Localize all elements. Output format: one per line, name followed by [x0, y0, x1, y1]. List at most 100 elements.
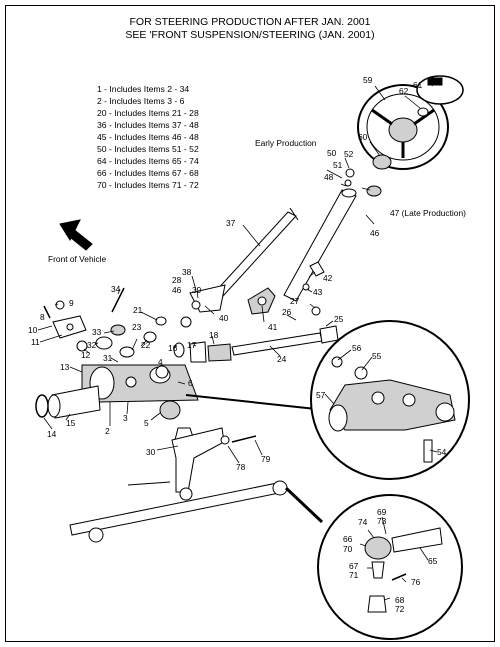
callout-21: 21 [133, 305, 143, 315]
callout-55: 55 [372, 351, 382, 361]
callout-48: 48 [324, 172, 334, 182]
callout-70: 70 [343, 544, 353, 554]
bushing-5 [159, 400, 181, 420]
callout-54: 54 [437, 447, 447, 457]
callout-59: 59 [363, 75, 373, 85]
callout-33: 33 [92, 327, 102, 337]
callout-38: 38 [182, 267, 192, 277]
callout-15: 15 [66, 418, 76, 428]
callout-17: 17 [187, 340, 197, 350]
includes-item: 64 - Includes Items 65 - 74 [97, 156, 199, 166]
detail-circle-1 [310, 320, 470, 480]
includes-item: 66 - Includes Items 67 - 68 [97, 168, 199, 178]
callout-65: 65 [428, 556, 438, 566]
callout-18: 18 [209, 330, 219, 340]
washer-9 [55, 300, 65, 310]
detail-leader-1 [185, 394, 317, 410]
callout-52: 52 [344, 149, 354, 159]
cover-60 [372, 154, 392, 170]
bellows-17-18 [189, 341, 232, 363]
callout-13: 13 [60, 362, 70, 372]
washer-23 [119, 346, 135, 358]
callout-14: 14 [47, 429, 57, 439]
callout-61: 61 [413, 80, 423, 90]
includes-item: 1 - Includes Items 2 - 34 [97, 84, 190, 94]
callout-24: 24 [277, 354, 287, 364]
callout-12: 12 [81, 350, 91, 360]
front-direction-arrow [59, 219, 93, 251]
callout-31: 31 [103, 353, 113, 363]
callout-25: 25 [334, 314, 344, 324]
callout-9: 9 [69, 298, 74, 308]
detail-circle-2 [317, 494, 463, 640]
nut-12 [76, 340, 88, 352]
detail-leader-2 [284, 486, 324, 524]
callout-56: 56 [352, 343, 362, 353]
upper-column-tube [283, 188, 357, 302]
callout-6: 6 [188, 378, 193, 388]
callout-46: 46 [370, 228, 380, 238]
includes-item: 50 - Includes Items 51 - 52 [97, 144, 199, 154]
includes-item: 70 - Includes Items 71 - 72 [97, 180, 199, 190]
callout-57: 57 [316, 390, 326, 400]
leader-lines [37, 79, 439, 601]
callout-10: 10 [28, 325, 38, 335]
callout-73: 73 [377, 516, 387, 526]
callout-68: 68 [395, 595, 405, 605]
bearing-22 [143, 331, 157, 343]
includes-item: 36 - Includes Items 37 - 48 [97, 120, 199, 130]
callout-34: 34 [111, 284, 121, 294]
ring-21 [155, 316, 167, 326]
callout-26: 26 [282, 307, 292, 317]
callout-16: 16 [168, 343, 178, 353]
callout-78: 78 [236, 462, 246, 472]
nut-27 [311, 306, 321, 316]
callout-39: 39 [192, 285, 202, 295]
late-production-note: 47 (Late Production) [390, 208, 466, 218]
callout-5: 5 [144, 418, 149, 428]
callout-72: 72 [395, 604, 405, 614]
callout-51: 51 [333, 160, 343, 170]
includes-item: 20 - Includes Items 21 - 28 [97, 108, 199, 118]
callout-60: 60 [358, 132, 368, 142]
ring-14 [35, 394, 49, 418]
pinion-15 [47, 385, 101, 419]
callout-37: 37 [226, 218, 236, 228]
bolt-78-79 [220, 435, 257, 445]
callout-69: 69 [377, 507, 387, 517]
callout-67: 67 [349, 561, 359, 571]
callout-41: 41 [268, 322, 278, 332]
column-bracket-40 [180, 284, 226, 328]
callout-3: 3 [123, 413, 128, 423]
ring-52 [345, 168, 355, 178]
bolt-8 [43, 305, 51, 319]
ring-51 [344, 179, 352, 187]
includes-item: 2 - Includes Items 3 - 6 [97, 96, 185, 106]
nut-33 [110, 324, 126, 336]
diagram-frame [5, 5, 495, 642]
tie-rod [69, 480, 288, 543]
washer-43 [302, 283, 310, 291]
rack-24 [231, 325, 339, 356]
callout-11: 11 [31, 337, 40, 347]
early-production-note: Early Production [255, 138, 317, 148]
callout-8: 8 [40, 312, 45, 322]
includes-item: 45 - Includes Items 46 - 48 [97, 132, 199, 142]
callout-2: 2 [105, 426, 110, 436]
callout-74: 74 [358, 517, 368, 527]
callout-76: 76 [411, 577, 421, 587]
callout-30: 30 [146, 447, 156, 457]
pitman-arm-30 [171, 427, 225, 493]
callout-43: 43 [313, 287, 323, 297]
clamp-plate-10 [52, 315, 87, 339]
header-line-2: SEE 'FRONT SUSPENSION/STEERING (JAN. 200… [125, 29, 375, 41]
callout-50: 50 [327, 148, 337, 158]
callout-40: 40 [219, 313, 229, 323]
bushing-47 [366, 185, 382, 197]
horn-cap [416, 75, 464, 105]
callout-28: 28 [172, 275, 182, 285]
callout-22: 22 [141, 340, 151, 350]
callout-4: 4 [158, 357, 163, 367]
callout-23: 23 [132, 322, 142, 332]
